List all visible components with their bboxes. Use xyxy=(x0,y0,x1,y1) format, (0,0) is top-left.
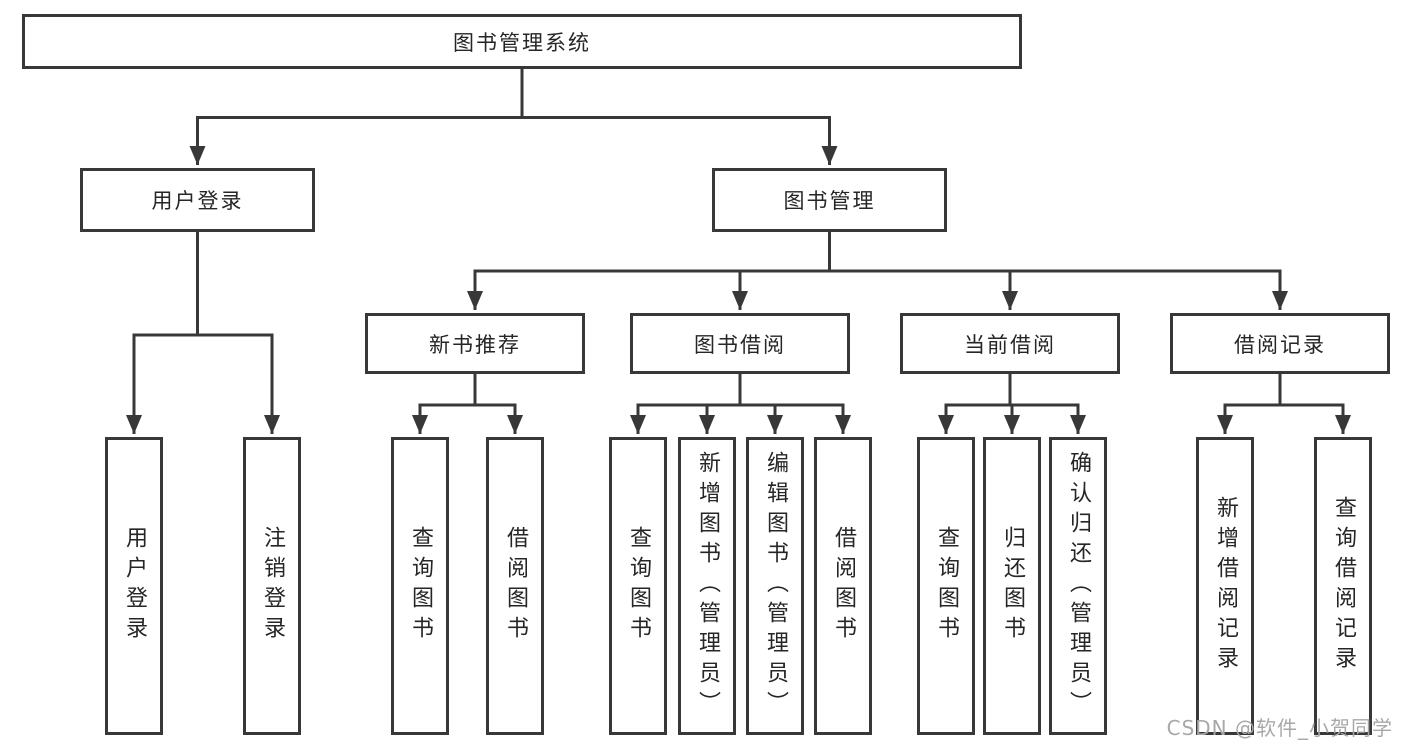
node-root: 图书管理系统 xyxy=(22,14,1022,69)
node-user-login: 用户登录 xyxy=(80,168,315,232)
node-root-label: 图书管理系统 xyxy=(453,30,591,55)
leaf-logout: 注销登录 xyxy=(243,437,301,735)
leaf-borrow-query: 查询图书 xyxy=(609,437,667,735)
csdn-watermark: CSDN @软件_小贺同学 xyxy=(1166,716,1393,740)
leaf-user-login-label: 用户登录 xyxy=(122,526,147,646)
leaf-newbook-query: 查询图书 xyxy=(391,437,449,735)
leaf-borrow-add: 新增图书（管理员） xyxy=(678,437,736,735)
leaf-borrow-borrow-label: 借阅图书 xyxy=(831,526,856,646)
node-current-borrow-label: 当前借阅 xyxy=(964,332,1056,357)
leaf-newbook-borrow: 借阅图书 xyxy=(486,437,544,735)
leaf-current-confirm: 确认归还（管理员） xyxy=(1049,437,1107,735)
node-book-management: 图书管理 xyxy=(712,168,947,232)
node-book-borrow-label: 图书借阅 xyxy=(694,332,786,357)
node-book-borrow: 图书借阅 xyxy=(630,313,850,374)
leaf-current-confirm-label: 确认归还（管理员） xyxy=(1066,451,1091,721)
node-current-borrow: 当前借阅 xyxy=(900,313,1120,374)
leaf-record-add: 新增借阅记录 xyxy=(1196,437,1254,735)
leaf-current-return: 归还图书 xyxy=(983,437,1041,735)
node-borrow-record: 借阅记录 xyxy=(1170,313,1390,374)
leaf-current-return-label: 归还图书 xyxy=(1000,526,1025,646)
node-user-login-label: 用户登录 xyxy=(151,189,244,213)
leaf-borrow-edit-label: 编辑图书（管理员） xyxy=(763,451,788,721)
leaf-user-login: 用户登录 xyxy=(105,437,163,735)
leaf-logout-label: 注销登录 xyxy=(260,526,285,646)
leaf-record-query: 查询借阅记录 xyxy=(1314,437,1372,735)
leaf-record-add-label: 新增借阅记录 xyxy=(1213,496,1238,676)
leaf-borrow-borrow: 借阅图书 xyxy=(814,437,872,735)
leaf-borrow-add-label: 新增图书（管理员） xyxy=(695,451,720,721)
leaf-borrow-edit: 编辑图书（管理员） xyxy=(746,437,804,735)
node-new-book-recommend: 新书推荐 xyxy=(365,313,585,374)
leaf-newbook-borrow-label: 借阅图书 xyxy=(503,526,528,646)
node-borrow-record-label: 借阅记录 xyxy=(1234,332,1326,357)
leaf-borrow-query-label: 查询图书 xyxy=(626,526,651,646)
leaf-newbook-query-label: 查询图书 xyxy=(408,526,433,646)
leaf-record-query-label: 查询借阅记录 xyxy=(1331,496,1356,676)
leaf-current-query-label: 查询图书 xyxy=(934,526,959,646)
leaf-current-query: 查询图书 xyxy=(917,437,975,735)
node-new-book-recommend-label: 新书推荐 xyxy=(429,332,521,357)
node-book-management-label: 图书管理 xyxy=(783,189,876,213)
